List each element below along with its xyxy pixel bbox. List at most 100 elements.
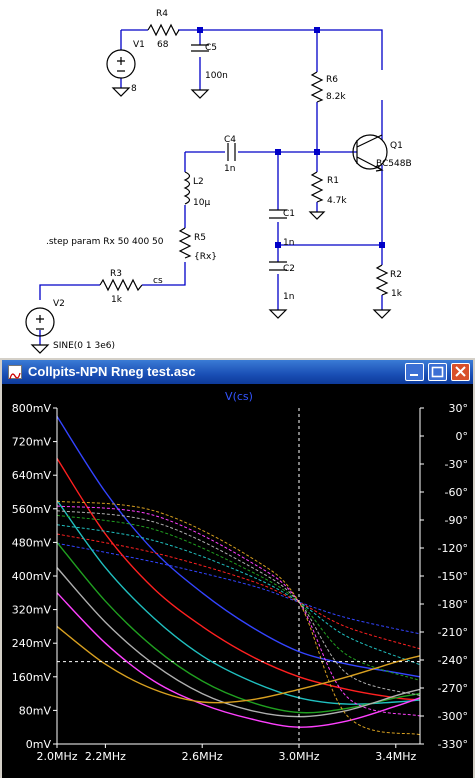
resistor-r2-symbol	[375, 264, 389, 296]
y-right-tick-label: -60°	[445, 486, 468, 499]
minimize-button[interactable]	[405, 363, 424, 381]
x-tick-label: 2.2MHz	[85, 750, 126, 763]
c4-name: C4	[224, 135, 236, 145]
c5-value: 100n	[205, 71, 228, 81]
y-left-tick-label: 240mV	[12, 637, 52, 650]
plot-window-titlebar[interactable]: Collpits-NPN Rneg test.asc	[2, 360, 473, 384]
schematic-symbols	[25, 23, 392, 354]
r1-name: R1	[327, 176, 339, 186]
resistor-r1-symbol	[310, 171, 324, 203]
magnitude-trace-1	[56, 416, 421, 678]
y-left-tick-label: 400mV	[12, 570, 52, 583]
c4-value: 1n	[224, 164, 235, 174]
c2-value: 1n	[283, 292, 294, 302]
capacitor-c2-symbol	[269, 261, 287, 271]
phase-trace-1	[56, 542, 421, 635]
maximize-button[interactable]	[428, 363, 447, 381]
r4-name: R4	[156, 9, 168, 19]
resistor-r5-symbol	[178, 227, 192, 259]
c1-name: C1	[283, 209, 295, 219]
r6-value: 8.2k	[326, 92, 346, 102]
magnitude-trace-3	[56, 499, 421, 705]
phase-trace-2	[56, 533, 421, 650]
transistor-q1-symbol	[352, 134, 388, 170]
l2-name: L2	[193, 177, 204, 187]
v1-name: V1	[133, 40, 145, 50]
inductor-l2-symbol	[183, 171, 191, 205]
x-tick-label: 3.4MHz	[375, 750, 416, 763]
plot-window: Collpits-NPN Rneg test.asc 0mV 80mV 160mV 2…	[0, 358, 475, 778]
capacitor-c1-symbol	[269, 209, 287, 219]
magnitude-trace-7	[56, 625, 421, 704]
c1-value: 1n	[283, 238, 294, 248]
close-icon	[455, 366, 466, 377]
q1-name: Q1	[390, 141, 403, 151]
y-left-tick-label: 0mV	[26, 738, 52, 751]
y-left-tick-label: 800mV	[12, 402, 52, 415]
y-left-tick-label: 560mV	[12, 503, 52, 516]
y-right-tick-label: 30°	[449, 402, 469, 415]
c2-name: C2	[283, 264, 295, 274]
c5-name: C5	[205, 43, 217, 53]
q1-value: BC548B	[376, 159, 412, 169]
v1-value: 8	[131, 84, 137, 94]
l2-value: 10µ	[193, 198, 210, 208]
r2-value: 1k	[391, 289, 403, 299]
y-right-tick-label: 0°	[456, 430, 469, 443]
y-right-tick-label: -330°	[438, 738, 468, 751]
y-left-tick-label: 320mV	[12, 604, 52, 617]
source-v2-symbol	[25, 307, 55, 337]
junction-dots	[197, 27, 385, 248]
r5-name: R5	[194, 233, 206, 243]
r6-name: R6	[326, 75, 338, 85]
phase-trace-7	[56, 500, 421, 736]
minimize-icon	[410, 374, 418, 376]
net-label-cs[interactable]: cs	[153, 276, 163, 286]
phase-trace-3	[56, 524, 421, 666]
v2-name: V2	[53, 299, 65, 309]
y-right-tick-label: -90°	[445, 514, 468, 527]
y-right-tick-label: -240°	[438, 654, 468, 667]
r4-value: 68	[157, 40, 169, 50]
magnitude-trace-2	[56, 458, 421, 701]
capacitor-c5-symbol	[191, 44, 209, 52]
axes-group: 0mV 80mV 160mV 240mV 320mV 400mV 480mV 560mV 640…	[12, 402, 468, 763]
phase-trace-6	[56, 505, 421, 717]
r5-value: {Rx}	[194, 252, 217, 262]
y-right-tick-label: -300°	[438, 710, 468, 723]
maximize-icon	[431, 366, 444, 378]
close-button[interactable]	[451, 363, 470, 381]
y-right-tick-label: -30°	[445, 458, 468, 471]
y-right-tick-label: -180°	[438, 598, 468, 611]
y-left-tick-label: 160mV	[12, 671, 52, 684]
waveform-icon	[8, 365, 22, 380]
y-left-tick-label: 640mV	[12, 469, 52, 482]
x-tick-label: 3.0MHz	[278, 750, 319, 763]
trace-label[interactable]: V(cs)	[225, 390, 253, 403]
resistor-r3-symbol	[99, 278, 143, 292]
phase-trace-4	[56, 514, 421, 681]
trace-group	[56, 416, 421, 736]
plot-area[interactable]: 0mV 80mV 160mV 240mV 320mV 400mV 480mV 560mV 640…	[2, 384, 473, 778]
step-directive[interactable]: .step param Rx 50 400 50	[46, 237, 164, 247]
x-tick-label: 2.6MHz	[182, 750, 223, 763]
magnitude-trace-5	[56, 567, 421, 718]
r3-name: R3	[110, 269, 122, 279]
y-left-tick-label: 80mV	[19, 704, 52, 717]
magnitude-trace-6	[56, 592, 421, 728]
r1-value: 4.7k	[327, 196, 347, 206]
schematic-wires	[39, 29, 383, 345]
y-right-tick-label: -270°	[438, 682, 468, 695]
x-tick-label: 2.0MHz	[36, 750, 77, 763]
schematic-canvas[interactable]: R4 68 V1 8 C5 100n R6 8.2k Q1 BC548B C4 …	[0, 0, 475, 358]
plot-window-title: Collpits-NPN Rneg test.asc	[28, 364, 196, 379]
capacitor-c4-symbol	[227, 143, 236, 161]
y-right-tick-label: -120°	[438, 542, 468, 555]
y-left-tick-label: 480mV	[12, 536, 52, 549]
r3-value: 1k	[111, 295, 123, 305]
v2-value: SINE(0 1 3e6)	[53, 341, 115, 351]
resistor-r6-symbol	[310, 71, 324, 103]
waveform-chart[interactable]: 0mV 80mV 160mV 240mV 320mV 400mV 480mV 560mV 640…	[2, 384, 473, 778]
r2-name: R2	[390, 270, 402, 280]
ground-symbols	[30, 87, 392, 354]
